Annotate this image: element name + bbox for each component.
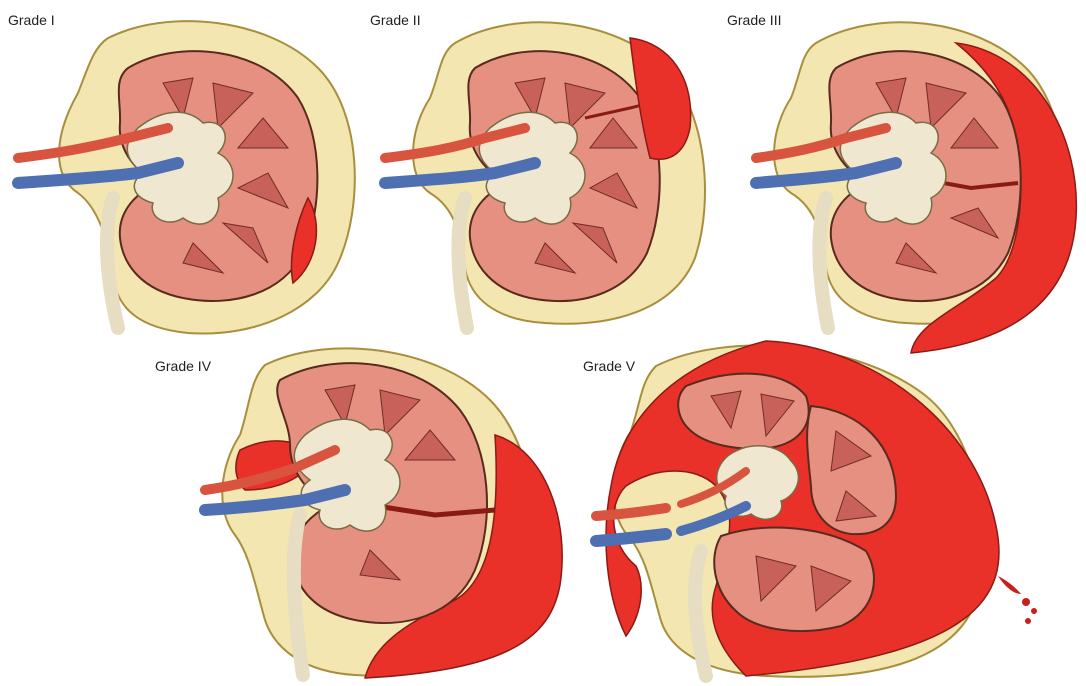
kidney-grade-5-illustration [596,336,1066,682]
kidney-grade-4-illustration [205,340,575,680]
kidney-grade-1-illustration [18,8,378,338]
kidney-grade-2-illustration [385,8,725,338]
ureter [458,198,467,328]
ureter [819,198,828,328]
avulsed-renal-vein [596,534,666,541]
blood-drips [998,576,1037,624]
kidney-grade-3-illustration [756,8,1086,358]
panel-label-grade-4: Grade IV [155,358,211,374]
